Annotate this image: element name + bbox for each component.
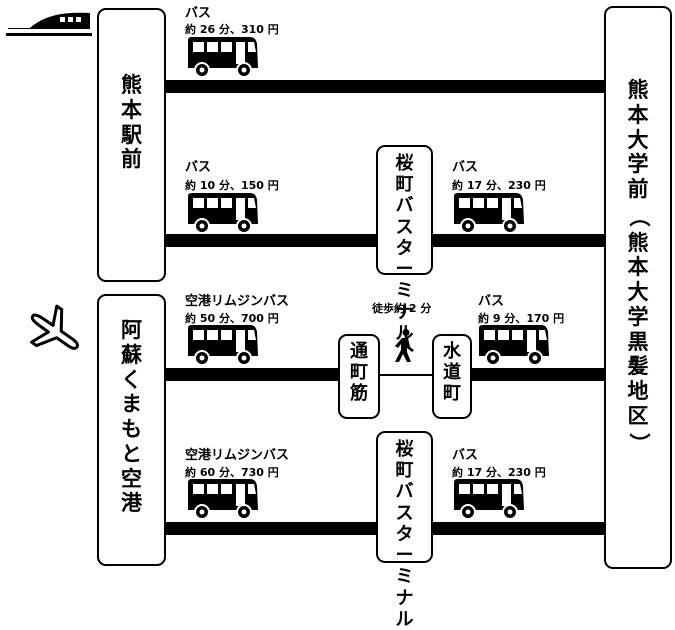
torichosuji-stop-box: 通町筋 xyxy=(338,334,380,419)
suidocho-stop-box: 水道町 xyxy=(432,334,472,419)
vertical-char: 道 xyxy=(443,362,461,384)
vertical-char: 前 xyxy=(121,147,142,172)
row4b-detail-label: 約 17 分、230 円 xyxy=(452,466,546,479)
vertical-char: 筋 xyxy=(350,383,368,405)
train-icon xyxy=(6,12,92,36)
vertical-char: も xyxy=(121,417,142,442)
vertical-char: 空 xyxy=(121,466,142,491)
row1-detail-label: 約 26 分、310 円 xyxy=(185,23,279,36)
vertical-char: 水 xyxy=(443,341,461,362)
vertical-char: ミ xyxy=(395,280,414,302)
airport-label: 阿蘇くまもと空港 xyxy=(99,318,164,516)
vertical-char: 町 xyxy=(350,362,368,384)
row2b-detail-label: 約 17 分、230 円 xyxy=(452,179,546,192)
kumamoto-station-label: 熊本駅前 xyxy=(99,73,164,172)
row3b-mode-label: バス xyxy=(478,294,505,309)
vertical-char: 桜 xyxy=(395,439,414,460)
walk-connector-line xyxy=(378,374,434,376)
vertical-char: 本 xyxy=(627,255,649,280)
vertical-char: ミ xyxy=(395,566,414,588)
vertical-char: 学 xyxy=(627,304,649,329)
vertical-char: バ xyxy=(395,195,414,217)
vertical-char: 熊 xyxy=(627,78,649,102)
vertical-char: 桜 xyxy=(395,153,414,174)
route-line-suidocho-university xyxy=(470,368,605,381)
row2a-mode-label: バス xyxy=(185,160,212,175)
suidocho-label: 水道町 xyxy=(434,341,470,405)
vertical-char: 区 xyxy=(627,403,649,428)
vertical-char: ま xyxy=(121,392,142,417)
vertical-char: ー xyxy=(395,259,414,281)
vertical-char: 阿 xyxy=(121,318,142,342)
bus-icon xyxy=(188,37,258,78)
torichosuji-label: 通町筋 xyxy=(340,341,378,405)
bus-icon xyxy=(188,325,258,366)
sakuramachi-terminal-bottom-label: 桜町バスターミナル xyxy=(378,439,431,630)
vertical-char: 町 xyxy=(395,460,414,482)
row1-mode-label: バス xyxy=(185,6,212,21)
vertical-char: 駅 xyxy=(121,122,142,147)
vertical-char: ナ xyxy=(395,587,414,609)
vertical-char: （ xyxy=(626,205,651,227)
vertical-char: ス xyxy=(395,216,414,238)
bus-icon xyxy=(188,479,258,520)
vertical-char: 港 xyxy=(121,491,142,516)
vertical-char: 地 xyxy=(627,379,649,404)
vertical-char: バ xyxy=(395,481,414,503)
route-line-station-university xyxy=(165,80,605,93)
vertical-char: 町 xyxy=(395,174,414,196)
row4b-mode-label: バス xyxy=(452,448,479,463)
vertical-char: 髪 xyxy=(627,354,649,379)
row3b-detail-label: 約 9 分、170 円 xyxy=(478,312,565,325)
vertical-char: と xyxy=(121,441,142,466)
row3a-mode-label: 空港リムジンバス xyxy=(185,294,290,309)
vertical-char: 本 xyxy=(121,97,142,122)
row2a-detail-label: 約 10 分、150 円 xyxy=(185,179,279,192)
row4a-detail-label: 約 60 分、730 円 xyxy=(185,466,279,479)
vertical-char: 通 xyxy=(350,341,368,362)
bus-icon xyxy=(454,479,524,520)
vertical-char: ー xyxy=(395,545,414,567)
walk-time-label: 徒歩約 2 分 xyxy=(372,302,432,315)
vertical-char: 本 xyxy=(627,102,649,127)
vertical-char: 前 xyxy=(627,177,649,202)
row3a-detail-label: 約 50 分、700 円 xyxy=(185,312,279,325)
vertical-char: 蘇 xyxy=(121,342,142,367)
bus-icon xyxy=(454,193,524,234)
vertical-char: 学 xyxy=(627,152,649,177)
university-box: 熊本大学前（熊本大学黒髪地区） xyxy=(604,6,672,569)
vertical-char: 熊 xyxy=(121,73,142,97)
airplane-icon xyxy=(30,304,79,350)
vertical-char: 熊 xyxy=(627,230,649,255)
vertical-char: ナ xyxy=(395,301,414,323)
row2b-mode-label: バス xyxy=(452,160,479,175)
airport-box: 阿蘇くまもと空港 xyxy=(97,294,166,566)
kumamoto-station-box: 熊本駅前 xyxy=(97,8,166,282)
vertical-char: ル xyxy=(395,608,414,630)
bus-icon xyxy=(479,325,549,366)
vertical-char: ス xyxy=(395,502,414,524)
vertical-char: タ xyxy=(395,237,414,259)
route-line-airport-torichosuji xyxy=(165,368,340,381)
bus-icon xyxy=(188,193,258,234)
university-label: 熊本大学前（熊本大学黒髪地区） xyxy=(606,78,670,457)
vertical-char: く xyxy=(121,367,142,392)
vertical-char: ） xyxy=(626,432,651,454)
vertical-char: 町 xyxy=(443,383,461,405)
row4a-mode-label: 空港リムジンバス xyxy=(185,448,290,463)
vertical-char: 黒 xyxy=(627,329,649,354)
sakuramachi-terminal-bottom-box: 桜町バスターミナル xyxy=(376,431,433,630)
vertical-char: タ xyxy=(395,523,414,545)
walking-person-icon xyxy=(395,329,414,362)
vertical-char: 大 xyxy=(627,127,649,152)
vertical-char: 大 xyxy=(627,280,649,305)
